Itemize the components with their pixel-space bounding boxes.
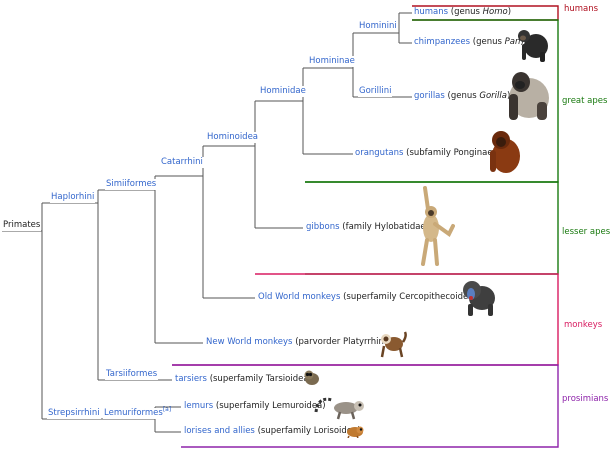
gorilla-icon xyxy=(509,72,549,120)
taxon-new-world-monkeys-link[interactable]: New World monkeys xyxy=(206,337,293,347)
taxon-gorillas-genus: Gorilla xyxy=(479,91,507,101)
taxon-chimpanzees-post: ) xyxy=(520,37,524,47)
taxon-tarsiers-link[interactable]: tarsiers xyxy=(175,374,207,384)
clade-hominoidea[interactable]: Hominoidea xyxy=(206,132,260,143)
clade-homininae[interactable]: Homininae xyxy=(308,56,356,67)
root-label: Primates xyxy=(2,220,42,231)
taxon-gibbons: gibbons (family Hylobatidae) xyxy=(305,222,430,233)
taxon-orangutans: orangutans (subfamily Ponginae) xyxy=(354,148,497,159)
lemur-icon xyxy=(314,397,364,420)
taxon-chimpanzees-genus: Pan xyxy=(504,37,521,47)
clade-simiiformes[interactable]: Simiiformes xyxy=(105,179,158,190)
taxon-humans-link[interactable]: humans xyxy=(414,7,449,17)
taxon-gorillas-post: ) xyxy=(506,91,511,101)
taxon-orangutans-detail: (subfamily Ponginae) xyxy=(406,148,496,158)
taxon-gibbons-link[interactable]: gibbons xyxy=(306,222,340,232)
orangutan-icon xyxy=(490,131,520,173)
taxon-lorises-detail: (superfamily Lorisoidea) xyxy=(257,426,361,436)
taxon-lemurs-detail: (superfamily Lemuroidea) xyxy=(215,401,326,411)
group-humans: humans xyxy=(564,4,599,14)
taxon-lemurs: lemurs (superfamily Lemuroidea) xyxy=(183,401,327,412)
clade-lemuriformes: Lemuriformes[a] xyxy=(103,406,173,419)
taxon-humans-genus: Homo xyxy=(482,7,508,17)
taxon-humans-post: ) xyxy=(507,7,512,17)
clade-haplorhini[interactable]: Haplorhini xyxy=(50,192,96,203)
clade-tarsiiformes[interactable]: Tarsiiformes xyxy=(105,369,159,380)
taxon-chimpanzees-link[interactable]: chimpanzees xyxy=(414,37,471,47)
group-monkeys: monkeys xyxy=(564,320,603,330)
taxon-gorillas: gorillas (genus Gorilla) xyxy=(413,91,512,102)
taxon-gorillas-link[interactable]: gorillas xyxy=(414,91,445,101)
lemuriformes-footnote[interactable]: [a] xyxy=(162,406,172,414)
taxon-lorises: lorises and allies (superfamily Lorisoid… xyxy=(183,426,362,437)
taxon-old-world-monkeys: Old World monkeys (superfamily Cercopith… xyxy=(257,292,478,303)
taxon-tarsiers-detail: (superfamily Tarsioidea) xyxy=(209,374,312,384)
taxon-new-world-monkeys-detail: (parvorder Platyrrhini) xyxy=(295,337,390,347)
group-prosimians: prosimians xyxy=(562,394,609,404)
taxon-lorises-link[interactable]: lorises and allies xyxy=(184,426,255,436)
taxon-new-world-monkeys: New World monkeys (parvorder Platyrrhini… xyxy=(205,337,391,348)
tarsier-icon xyxy=(304,370,319,385)
group-great-apes: great apes xyxy=(562,96,608,106)
taxon-chimpanzees: chimpanzees (genus Pan) xyxy=(413,37,525,48)
taxon-gibbons-detail: (family Hylobatidae) xyxy=(342,222,429,232)
mandrill-icon xyxy=(463,281,495,316)
clade-strepsirrhini[interactable]: Strepsirrhini xyxy=(47,408,101,419)
taxon-old-world-monkeys-link[interactable]: Old World monkeys xyxy=(258,292,341,302)
clade-catarrhini[interactable]: Catarrhini xyxy=(160,157,204,168)
taxon-chimpanzees-pre: (genus xyxy=(472,37,505,47)
taxon-old-world-monkeys-detail: (superfamily Cercopithecoidea) xyxy=(343,292,477,302)
group-lesser-apes: lesser apes xyxy=(562,227,610,237)
capuchin-icon xyxy=(380,331,407,358)
gibbon-icon xyxy=(421,186,455,266)
taxon-gorillas-pre: (genus xyxy=(447,91,480,101)
loris-icon xyxy=(347,426,364,438)
chimpanzee-icon xyxy=(518,30,548,62)
clade-hominidae[interactable]: Hominidae xyxy=(259,86,307,97)
taxon-lemurs-link[interactable]: lemurs xyxy=(184,401,214,411)
clade-lemuriformes-link[interactable]: Lemuriformes xyxy=(104,408,163,418)
taxon-tarsiers: tarsiers (superfamily Tarsioidea) xyxy=(174,374,313,385)
clade-gorillini[interactable]: Gorillini xyxy=(358,86,393,97)
taxon-humans: humans (genus Homo) xyxy=(413,7,513,18)
taxon-orangutans-link[interactable]: orangutans xyxy=(355,148,404,158)
taxon-humans-pre: (genus xyxy=(450,7,483,17)
clade-hominini[interactable]: Hominini xyxy=(358,21,398,32)
